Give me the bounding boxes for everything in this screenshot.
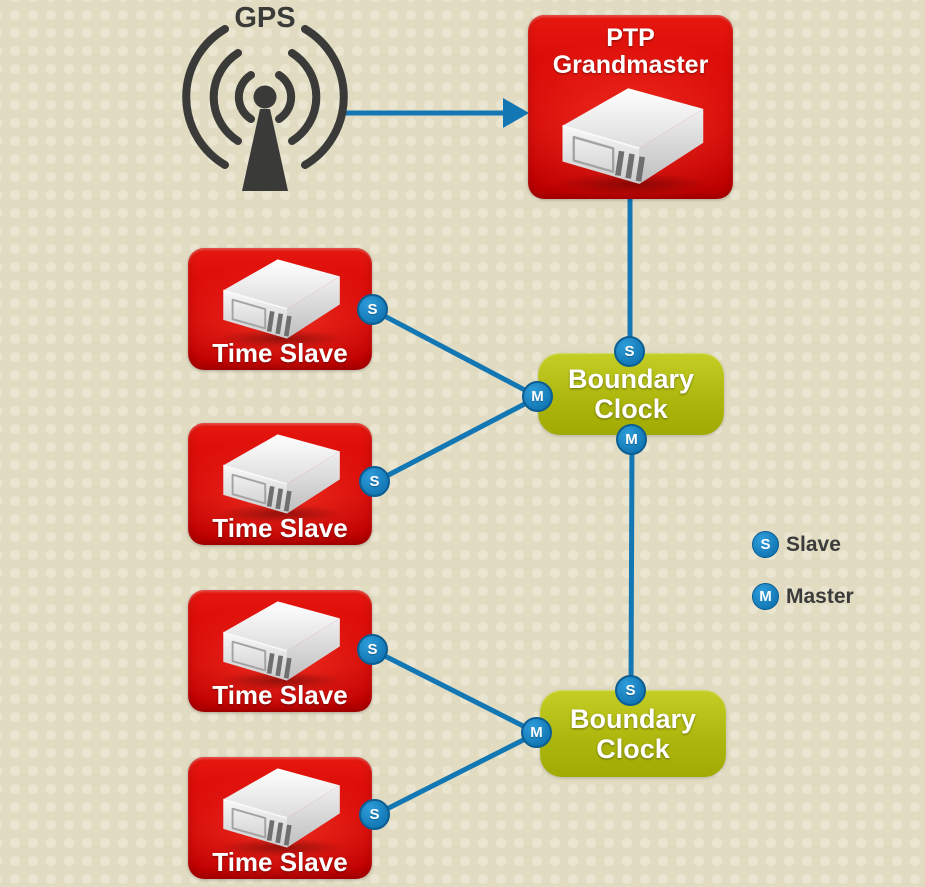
bc1-label-line1: Boundary (567, 364, 694, 394)
node-time-slave-4: Time Slave (188, 757, 372, 879)
node-time-slave-2: Time Slave (188, 423, 372, 545)
port-bc2-slave: S (615, 675, 646, 706)
bc2-label-line1: Boundary (569, 703, 696, 734)
time-slave-label: Time Slave (212, 338, 348, 368)
port-ts3-slave: S (357, 634, 388, 665)
server-icon (218, 768, 343, 857)
ts4-to-bc2-line (373, 730, 539, 818)
bc2-label-line2: Clock (596, 733, 670, 764)
server-icon (218, 434, 343, 523)
node-ptp-grandmaster: PTP Grandmaster (528, 15, 733, 199)
time-slave-label: Time Slave (212, 847, 348, 877)
legend-item-master: M Master (752, 583, 854, 610)
ts2-to-bc1-line (373, 394, 540, 485)
node-boundary-clock-2: Boundary Clock (540, 690, 726, 777)
ts3-to-bc2-line (371, 647, 539, 736)
node-boundary-clock-1: Boundary Clock (538, 353, 724, 435)
time-slave-label: Time Slave (212, 513, 348, 543)
ts1-to-bc1-line (371, 307, 540, 400)
legend-master-label: Master (786, 584, 854, 608)
node-time-slave-1: Time Slave (188, 248, 372, 370)
legend-item-slave: S Slave (752, 531, 854, 558)
gps-antenna-icon (182, 25, 348, 191)
port-bc1-master-left: M (522, 381, 553, 412)
master-badge-icon: M (752, 583, 779, 610)
node-time-slave-3: Time Slave (188, 590, 372, 712)
grandmaster-label-line2: Grandmaster (552, 51, 709, 79)
node-label: PTP Grandmaster (553, 25, 709, 79)
node-label: Boundary Clock (570, 704, 696, 764)
server-icon (218, 259, 343, 348)
arrowhead-icon (503, 98, 529, 128)
grandmaster-label-line1: PTP (606, 24, 655, 52)
port-ts1-slave: S (357, 294, 388, 325)
node-label: Boundary Clock (568, 364, 694, 424)
port-bc1-master-bottom: M (616, 424, 647, 455)
server-icon (218, 601, 343, 690)
bc1-to-bc2-line (628, 439, 635, 692)
port-ts2-slave: S (359, 466, 390, 497)
slave-badge-icon: S (752, 531, 779, 558)
time-slave-label: Time Slave (212, 680, 348, 710)
port-bc1-slave: S (614, 336, 645, 367)
server-icon (556, 88, 707, 196)
port-bc2-master-left: M (521, 717, 552, 748)
port-ts4-slave: S (359, 799, 390, 830)
gps-label: GPS (234, 2, 296, 34)
legend: S Slave M Master (752, 531, 854, 635)
legend-slave-label: Slave (786, 532, 841, 556)
bc1-label-line2: Clock (594, 394, 668, 424)
